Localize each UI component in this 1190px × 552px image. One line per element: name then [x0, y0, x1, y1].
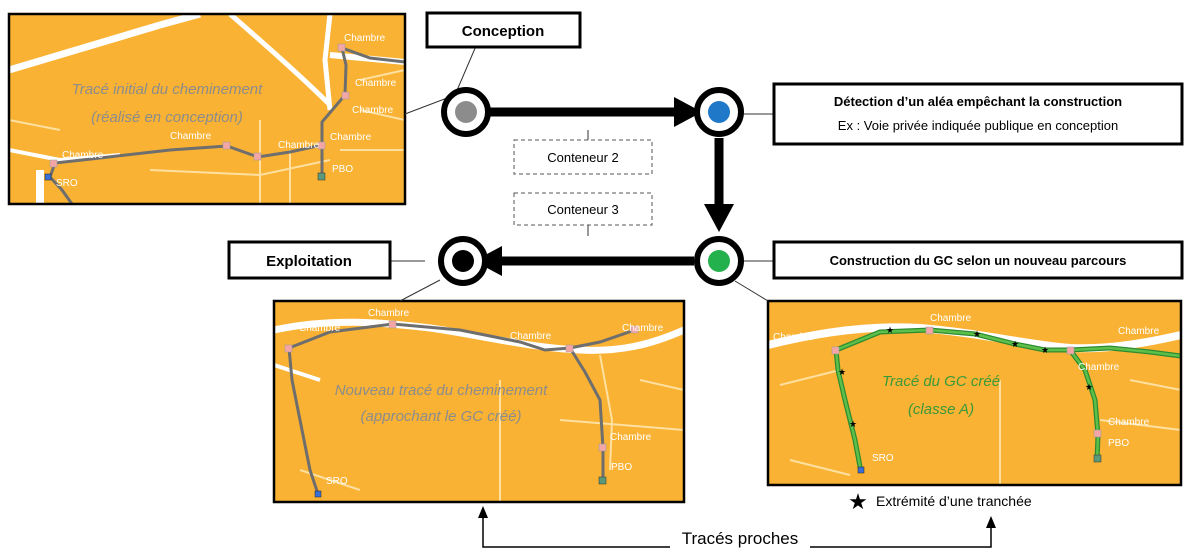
chambre-marker [565, 344, 574, 353]
trench-end-star: ★ [1011, 339, 1019, 349]
chambre-label: Chambre [352, 105, 394, 116]
stage-node-detection [694, 87, 744, 137]
chambre-label: Chambre [278, 140, 320, 151]
bottom-bracket: Tracés proches [478, 506, 996, 550]
trench-end-star: ★ [886, 325, 894, 335]
chambre-marker [1066, 346, 1075, 355]
chambre-label: Chambre [170, 131, 212, 142]
trench-end-star: ★ [849, 419, 857, 429]
chambre-label: Chambre [610, 432, 652, 443]
chambre-label: Chambre [1108, 417, 1150, 428]
stage-node-conception [441, 87, 491, 137]
chambre-marker [341, 91, 350, 100]
map1-roads [9, 14, 405, 204]
bracket-arrow-head [986, 516, 996, 528]
sro-label: SRO [326, 476, 348, 487]
chambre-label: Chambre [368, 308, 410, 319]
chambre-marker [222, 141, 231, 150]
chambre-label: Chambre [299, 323, 341, 334]
trench-end-star: ★ [1085, 382, 1093, 392]
sro-label: SRO [872, 453, 894, 464]
star-icon: ★ [848, 489, 868, 514]
map2-caption-line1: Nouveau tracé du cheminement [335, 382, 548, 399]
chambre-label: Chambre [1078, 362, 1120, 373]
container-2-label: Conteneur 2 [547, 150, 619, 165]
chambre-label: Chambre [930, 313, 972, 324]
stage-node-exploitation [438, 236, 488, 286]
chambre-marker [630, 325, 639, 334]
pbo-marker [317, 172, 326, 181]
chambre-label: Chambre [773, 332, 815, 343]
map-new-route: Chambre Chambre Chambre Chambre Chambre … [272, 299, 686, 504]
arrow-right-head [674, 97, 702, 127]
chambre-label: Chambre [355, 78, 397, 89]
map1-caption-line1: Tracé initial du cheminement [72, 81, 263, 98]
chambre-label: Chambre [622, 323, 664, 334]
stage-node-construction [694, 236, 744, 286]
map1-route [48, 45, 405, 204]
sro-marker [857, 466, 865, 474]
container-3-label: Conteneur 3 [547, 202, 619, 217]
bracket-arrow-head [478, 506, 488, 518]
chambre-marker [337, 43, 346, 52]
map3-frame [766, 299, 1183, 487]
chambre-label: Chambre [344, 33, 386, 44]
container-3: Conteneur 3 [513, 192, 653, 226]
chambre-marker [831, 346, 840, 355]
pbo-label: PBO [332, 164, 353, 175]
chambre-marker [388, 320, 397, 329]
legend-star-label: Extrémité d’une tranchée [876, 493, 1032, 509]
trench-end-star: ★ [838, 367, 846, 377]
map3-caption-line1: Tracé du GC créé [882, 373, 1000, 390]
detection-example: Ex : Voie privée indiquée publique en co… [838, 118, 1118, 133]
chambre-marker [925, 326, 934, 335]
detection-title: Détection d’un aléa empêchant la constru… [834, 94, 1122, 109]
map2-caption-line2: (approchant le GC créé) [361, 408, 522, 425]
sro-marker [314, 490, 322, 498]
map-initial-route: Chambre Chambre Chambre Chambre Chambre … [7, 12, 407, 206]
exploitation-label: Exploitation [266, 253, 352, 270]
chambre-label: Chambre [1118, 326, 1160, 337]
chambre-label: Chambre [510, 331, 552, 342]
chambre-label: Chambre [330, 132, 372, 143]
map1-frame [7, 12, 407, 206]
exploitation-box: Exploitation [227, 240, 392, 280]
construction-label: Construction du GC selon un nouveau parc… [830, 253, 1127, 268]
chambre-marker [1093, 429, 1102, 438]
chambre-marker [49, 159, 58, 168]
chambre-marker [284, 344, 293, 353]
map2-roads [274, 318, 684, 502]
flow-arrows [474, 97, 734, 276]
map-gc-route: ★ ★ ★ ★ ★ ★ ★ Chambre Chambre Chambre Ch… [766, 299, 1183, 487]
pbo-label: PBO [611, 462, 632, 473]
container-2: Conteneur 2 [513, 139, 653, 175]
pbo-label: PBO [1108, 438, 1129, 449]
sro-marker [44, 173, 52, 181]
trench-end-star: ★ [1041, 345, 1049, 355]
chambre-marker [598, 443, 607, 452]
construction-box: Construction du GC selon un nouveau parc… [772, 240, 1184, 280]
sro-label: SRO [56, 178, 78, 189]
map2-frame [272, 299, 686, 504]
pbo-marker [598, 476, 607, 485]
chambre-marker [253, 152, 262, 161]
conception-box: Conception [425, 11, 582, 49]
chambre-marker [317, 141, 326, 150]
map1-caption-line2: (réalisé en conception) [91, 109, 243, 126]
arrow-down-head [704, 204, 734, 232]
chambre-label: Chambre [62, 150, 104, 161]
map3-caption-line2: (classe A) [908, 401, 974, 418]
tracés-proches-label: Tracés proches [682, 529, 799, 548]
conception-label: Conception [462, 23, 545, 40]
map3-route [833, 327, 1181, 473]
pbo-marker [1093, 454, 1102, 463]
detection-box: Détection d’un aléa empêchant la constru… [772, 82, 1184, 146]
trench-end-star: ★ [973, 329, 981, 339]
legend: ★ Extrémité d’une tranchée [848, 489, 1032, 514]
